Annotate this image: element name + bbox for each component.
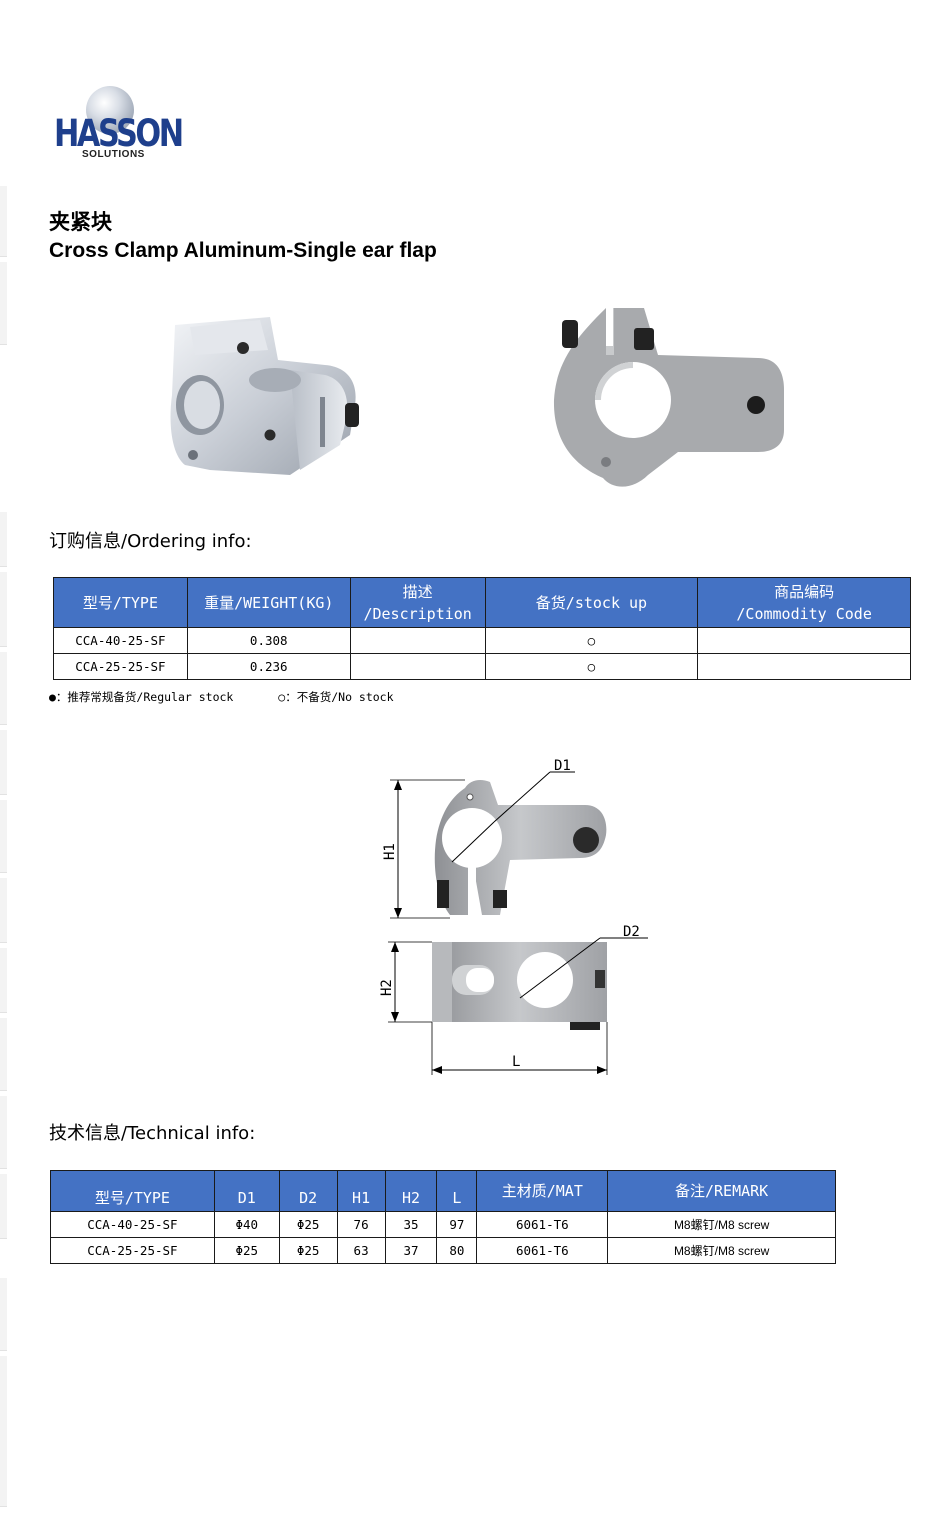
product-title-cn: 夹紧块 (49, 210, 112, 234)
brand-name: HASSON (54, 112, 184, 155)
cell-l: 80 (436, 1237, 478, 1264)
cell-remark: M8螺钉/M8 screw (607, 1237, 836, 1264)
col-l: L (436, 1170, 478, 1212)
col-commodity-cn: 商品编码 (774, 582, 835, 601)
cell-material: 6061-T6 (476, 1237, 609, 1264)
ordering-heading: 订购信息/Ordering info: (49, 531, 252, 552)
cell-remark: M8螺钉/M8 screw (607, 1211, 836, 1238)
cell-stock: ○ (484, 627, 699, 654)
stock-legend: ●：推荐常规备货/Regular stock ○：不备货/No stock (49, 689, 432, 705)
cell-l: 97 (436, 1211, 478, 1238)
ordering-table: 型号/TYPE 重量/WEIGHT(KG) 描述/Description 备货/… (53, 577, 911, 680)
brand-sub: SOLUTIONS (82, 149, 145, 160)
technical-heading: 技术信息/Technical info: (49, 1123, 256, 1144)
cell-h1: 76 (336, 1211, 386, 1238)
product-photo-side (553, 306, 784, 487)
cell-d2: Φ25 (278, 1211, 338, 1238)
col-description-cn: 描述 (402, 582, 433, 601)
brand-logo: HASSON SOLUTIONS (54, 84, 184, 160)
label-l: L (512, 1054, 520, 1070)
col-h1: H1 (336, 1170, 386, 1212)
col-commodity-en: /Commodity Code (736, 604, 872, 623)
cell-weight: 0.236 (186, 653, 351, 680)
product-title-en: Cross Clamp Aluminum-Single ear flap (49, 239, 437, 262)
cell-h2: 35 (384, 1211, 438, 1238)
col-h2: H2 (384, 1170, 438, 1212)
product-photo-3d (170, 317, 359, 475)
cell-description (349, 627, 486, 654)
col-description: 描述/Description (349, 577, 486, 628)
cell-weight: 0.308 (186, 627, 351, 654)
table-row: CCA-25-25-SF Φ25 Φ25 63 37 80 6061-T6 M8… (50, 1237, 836, 1264)
cell-type: CCA-25-25-SF (50, 1237, 215, 1264)
label-h1: H1 (382, 843, 398, 860)
cell-d2: Φ25 (278, 1237, 338, 1264)
legend-regular: ●：推荐常规备货/Regular stock (49, 690, 234, 704)
table-row: CCA-40-25-SF 0.308 ○ (53, 627, 911, 654)
cell-d1: Φ40 (213, 1211, 280, 1238)
col-material: 主材质/MAT (476, 1170, 609, 1212)
table-row: CCA-25-25-SF 0.236 ○ (53, 653, 911, 680)
cell-type: CCA-40-25-SF (50, 1211, 215, 1238)
col-description-en: /Description (363, 604, 472, 623)
label-d1: D1 (554, 758, 571, 774)
col-commodity-code: 商品编码/Commodity Code (697, 577, 911, 628)
cell-d1: Φ25 (213, 1237, 280, 1264)
cell-h1: 63 (336, 1237, 386, 1264)
col-type: 型号/TYPE (53, 577, 188, 628)
col-type: 型号/TYPE (50, 1170, 215, 1212)
col-weight: 重量/WEIGHT(KG) (186, 577, 351, 628)
cell-code (697, 653, 911, 680)
col-d2: D2 (278, 1170, 338, 1212)
table-row: CCA-40-25-SF Φ40 Φ25 76 35 97 6061-T6 M8… (50, 1211, 836, 1238)
cell-type: CCA-25-25-SF (53, 653, 188, 680)
legend-no-stock: ○：不备货/No stock (278, 690, 394, 704)
cell-h2: 37 (384, 1237, 438, 1264)
cell-material: 6061-T6 (476, 1211, 609, 1238)
col-stock: 备货/stock up (484, 577, 699, 628)
label-h2: H2 (379, 979, 395, 996)
label-d2: D2 (623, 924, 640, 940)
cell-type: CCA-40-25-SF (53, 627, 188, 654)
cell-code (697, 627, 911, 654)
col-d1: D1 (213, 1170, 280, 1212)
technical-drawing: D1 H1 D2 H2 L (379, 758, 648, 1075)
globe-icon (86, 86, 134, 134)
col-remark: 备注/REMARK (607, 1170, 836, 1212)
technical-table: 型号/TYPE D1 D2 H1 H2 L 主材质/MAT 备注/REMARK … (50, 1170, 836, 1264)
page-edge-marks (0, 0, 8, 1538)
cell-stock: ○ (484, 653, 699, 680)
cell-description (349, 653, 486, 680)
